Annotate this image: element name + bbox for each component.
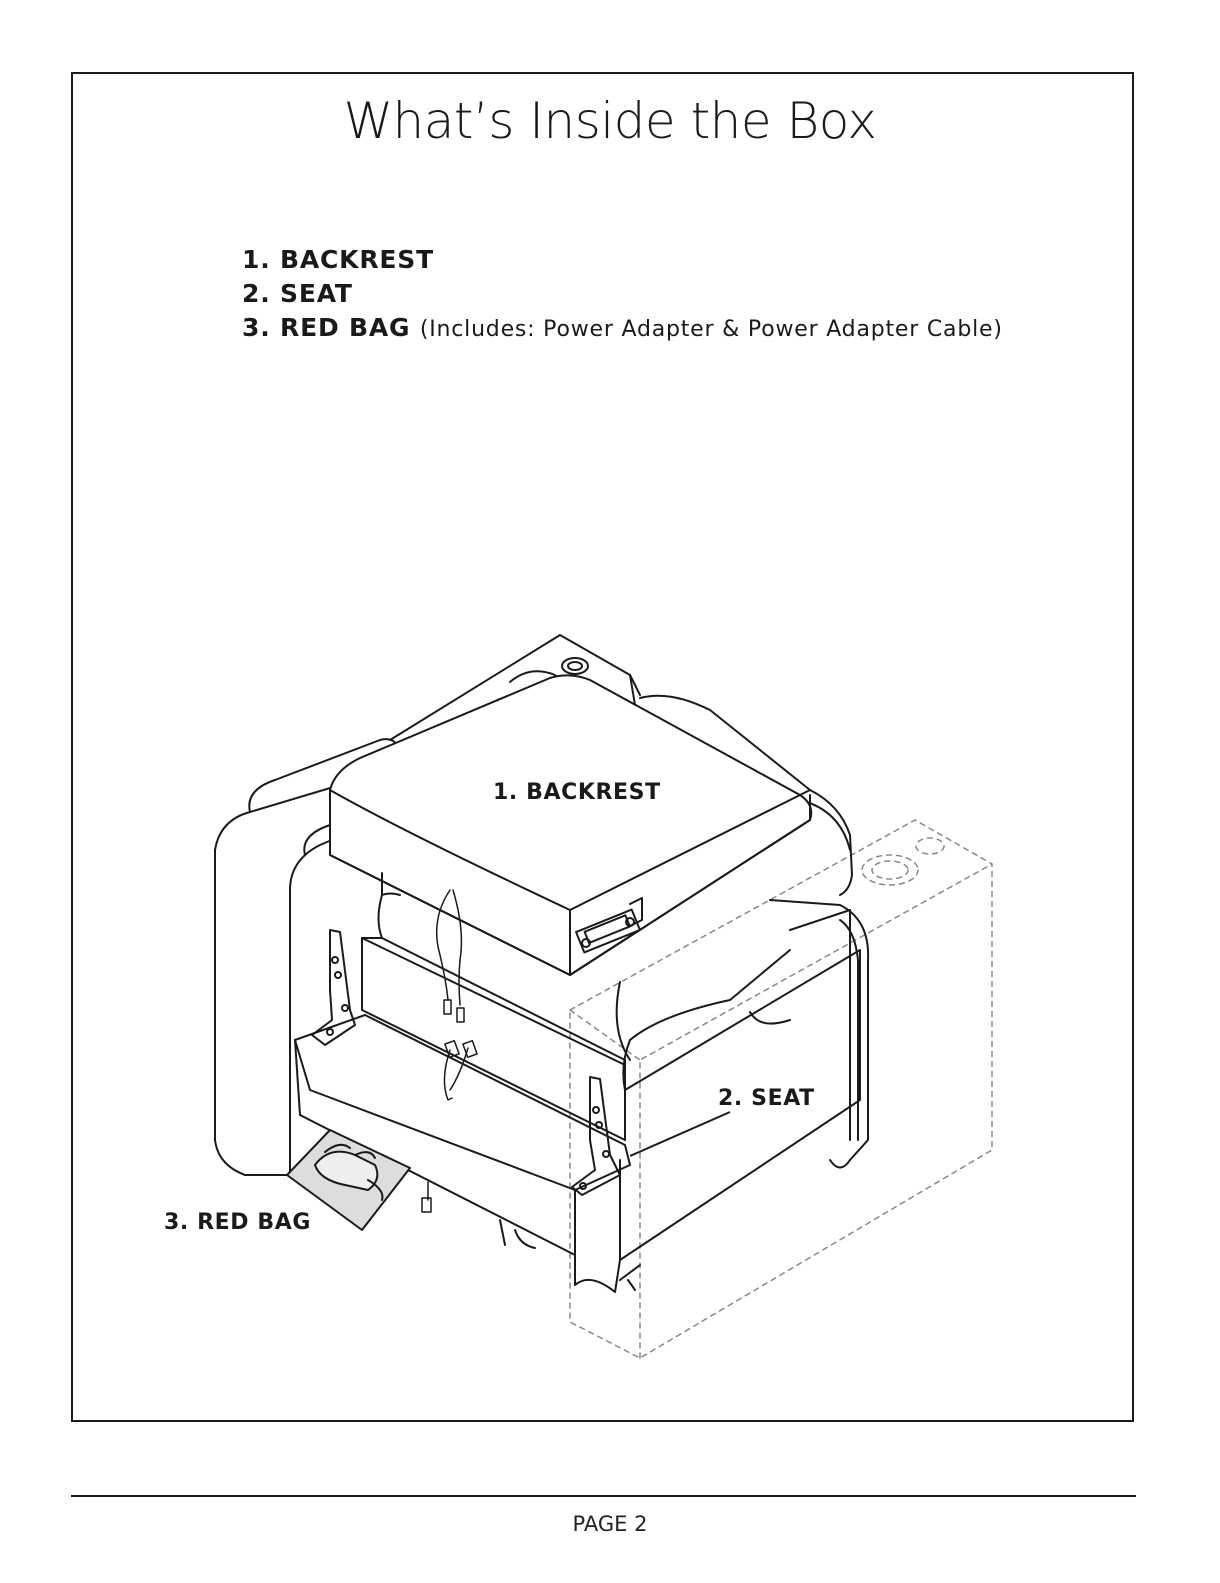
item-label: RED BAG: [280, 313, 410, 342]
backrest-part: [330, 675, 811, 975]
item-number: 2.: [242, 279, 271, 308]
page-number: PAGE 2: [0, 1512, 1220, 1536]
footer-rule: [71, 1495, 1136, 1497]
recliner-parts-illustration: [150, 620, 1010, 1380]
power-cables: [422, 890, 477, 1212]
contents-item-backrest: 1. BACKREST: [242, 243, 1003, 277]
seat-callout-leader: [630, 1110, 750, 1160]
page-title: What’s Inside the Box: [0, 92, 1220, 150]
callout-backrest: 1. BACKREST: [493, 780, 661, 805]
contents-item-red-bag: 3. RED BAG (Includes: Power Adapter & Po…: [242, 311, 1003, 347]
left-bracket: [312, 930, 355, 1045]
item-label: BACKREST: [280, 245, 434, 274]
right-bracket: [572, 1077, 620, 1195]
contents-item-seat: 2. SEAT: [242, 277, 1003, 311]
item-note: (Includes: Power Adapter & Power Adapter…: [420, 317, 1003, 342]
item-number: 1.: [242, 245, 271, 274]
item-label: SEAT: [280, 279, 353, 308]
contents-list: 1. BACKREST 2. SEAT 3. RED BAG (Includes…: [242, 243, 1003, 347]
callout-seat: 2. SEAT: [718, 1086, 815, 1111]
item-number: 3.: [242, 313, 271, 342]
callout-red-bag: 3. RED BAG: [164, 1210, 311, 1235]
